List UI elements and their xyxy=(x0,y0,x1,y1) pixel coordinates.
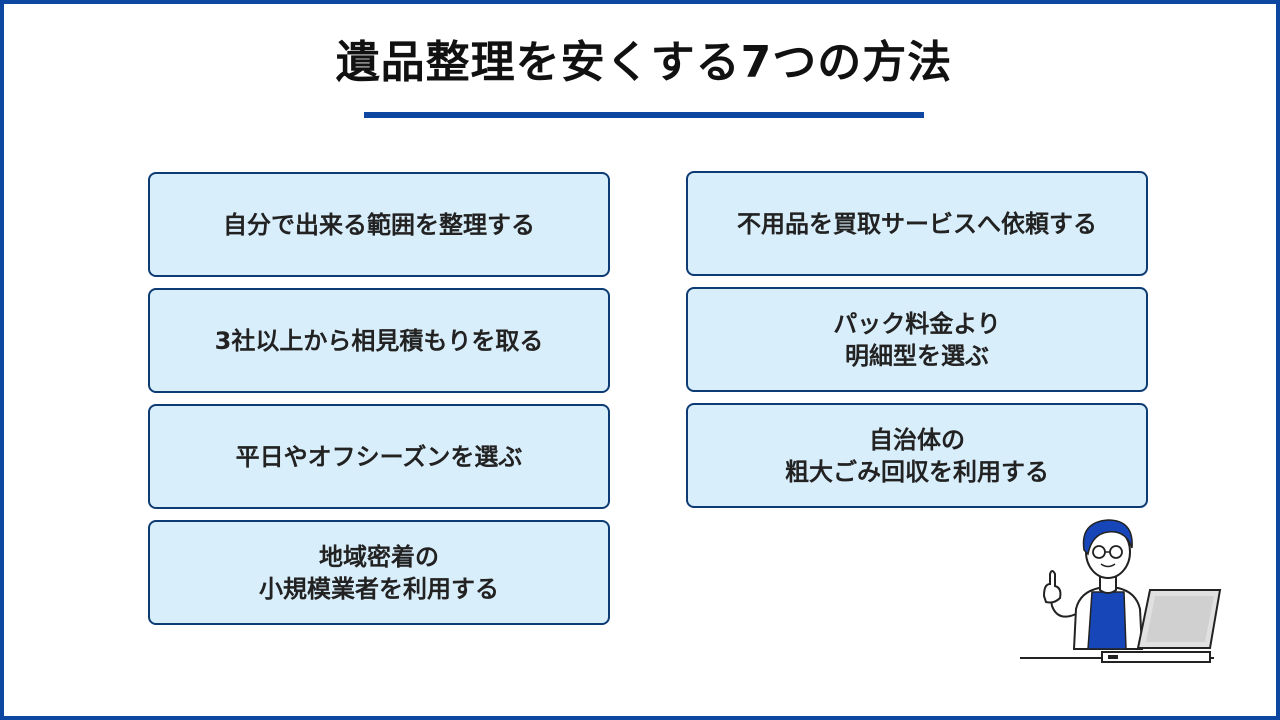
method-text: 自治体の xyxy=(869,425,965,454)
method-text: 3社以上から相見積もりを取る xyxy=(214,326,544,355)
method-text: パック料金より xyxy=(833,309,1001,338)
method-text: 粗大ごみ回収を利用する xyxy=(785,457,1049,486)
title-underline xyxy=(364,112,924,118)
method-text: 明細型を選ぶ xyxy=(845,341,989,370)
pointing-hand xyxy=(1042,570,1062,604)
method-card: 自分で出来る範囲を整理する xyxy=(148,172,610,277)
method-card: パック料金より 明細型を選ぶ xyxy=(686,287,1148,392)
method-text: 不用品を買取サービスへ依頼する xyxy=(737,209,1097,238)
hair xyxy=(1082,519,1133,556)
person-with-laptop-illustration xyxy=(1020,519,1222,663)
laptop-base xyxy=(1101,651,1211,663)
neck xyxy=(1099,576,1117,594)
smile xyxy=(1100,563,1116,568)
shirt xyxy=(1087,591,1127,650)
method-text: 小規模業者を利用する xyxy=(259,574,499,603)
method-card: 平日やオフシーズンを選ぶ xyxy=(148,404,610,509)
method-card: 地域密着の 小規模業者を利用する xyxy=(148,520,610,625)
method-card: 自治体の 粗大ごみ回収を利用する xyxy=(686,403,1148,508)
arm xyxy=(1049,593,1077,618)
page-title: 遺品整理を安くする7つの方法 xyxy=(335,37,953,88)
method-text: 自分で出来る範囲を整理する xyxy=(223,210,535,239)
method-card: 不用品を買取サービスへ依頼する xyxy=(686,171,1148,276)
method-text: 平日やオフシーズンを選ぶ xyxy=(235,442,523,471)
method-text: 地域密着の xyxy=(319,542,439,571)
method-card: 3社以上から相見積もりを取る xyxy=(148,288,610,393)
